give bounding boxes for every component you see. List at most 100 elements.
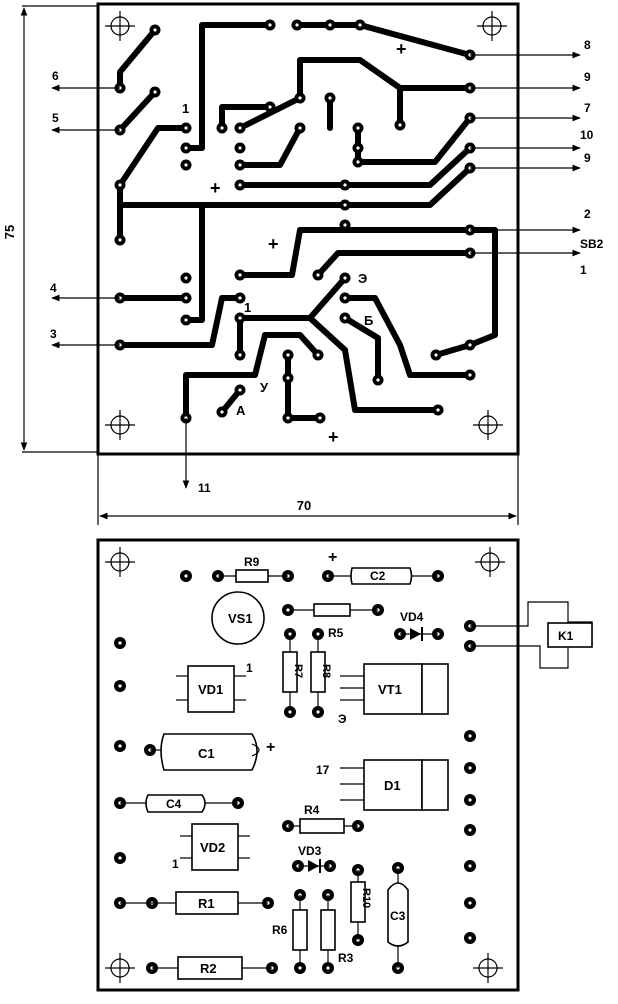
connection-label: 3 (50, 327, 57, 341)
d1-heatsink (421, 759, 449, 811)
optocoupler-vd2 (191, 823, 239, 871)
connection-label: 9 (584, 151, 591, 165)
pad-hole (118, 183, 122, 187)
pad-hole (328, 23, 332, 27)
r10-label: R10 (360, 888, 372, 908)
mounting-hole (473, 410, 503, 440)
resistor-r4 (299, 818, 345, 834)
pad-hole (118, 238, 122, 242)
r4-label: R4 (304, 803, 320, 817)
pad-hole (184, 146, 188, 150)
resistor-r1 (175, 891, 239, 915)
pad-hole (268, 105, 272, 109)
connection-label: 4 (50, 281, 57, 295)
pad-hole (316, 632, 320, 636)
pad-hole (298, 126, 302, 130)
connection-label: 5 (52, 111, 59, 125)
pad-hole (468, 901, 472, 905)
pad-hole (288, 710, 292, 714)
pad-hole (184, 318, 188, 322)
vd1-label: VD1 (198, 682, 223, 697)
pad-hole (118, 856, 122, 860)
d1-label: D1 (384, 778, 401, 793)
vt1-emitter-label: Э (338, 712, 347, 726)
connection-label: 6 (52, 69, 59, 83)
vt1-heatsink (421, 663, 449, 715)
pad-hole (316, 710, 320, 714)
resistor-r3 (320, 909, 336, 951)
capacitor-c3 (387, 882, 409, 947)
pad-hole (295, 23, 299, 27)
plus-marker: + (396, 39, 407, 59)
pad-hole (318, 416, 322, 420)
pad-hole (238, 296, 242, 300)
c4-label: C4 (166, 797, 182, 811)
optocoupler-vd1 (187, 665, 235, 713)
pad-hole (118, 744, 122, 748)
pad-hole (468, 936, 472, 940)
pad-hole (238, 316, 242, 320)
pad-hole (184, 296, 188, 300)
mounting-hole (475, 547, 505, 577)
pad-hole (326, 966, 330, 970)
connection-label: 2 (584, 207, 591, 221)
base-label: Б (364, 313, 373, 328)
pad-hole (238, 183, 242, 187)
pad-hole (288, 632, 292, 636)
vd4-label: VD4 (400, 610, 424, 624)
bottom-board: R9 C2 + VS1 R5 VD4 K1 R7 R8 (96, 538, 593, 992)
d1-pin-label: 17 (316, 763, 330, 777)
relay-k1 (547, 622, 593, 648)
diode-vd3 (308, 860, 319, 872)
vd2-pin-label: 1 (172, 857, 179, 871)
pad-hole (343, 203, 347, 207)
r8-label: R8 (320, 664, 332, 678)
plus-marker: + (268, 234, 279, 254)
c3-label: C3 (390, 909, 406, 923)
mounting-hole (105, 547, 135, 577)
pad-hole (343, 316, 347, 320)
connection-arrows-right (470, 51, 581, 257)
pin-1-label: 1 (244, 300, 251, 315)
pad-hole (238, 273, 242, 277)
vd2-label: VD2 (200, 840, 225, 855)
pad-hole (468, 343, 472, 347)
pad-hole (184, 163, 188, 167)
pad-a-label: А (236, 403, 246, 418)
c2-plus-marker: + (328, 549, 337, 566)
resistor-r7 (282, 651, 298, 693)
pad-hole (118, 684, 122, 688)
height-dimension: 75 (2, 225, 17, 239)
pad-hole (328, 96, 332, 100)
top-board: 1 1 + + + + Э Б У А 8 9 7 10 9 2 SB2 1 (2, 2, 604, 525)
pin-1-label: 1 (182, 101, 189, 116)
pad-hole (220, 410, 224, 414)
mounting-hole (477, 11, 507, 41)
pad-hole (298, 96, 302, 100)
pad-hole (468, 798, 472, 802)
plus-marker: + (328, 427, 339, 447)
capacitor-c2 (350, 567, 413, 585)
r9-label: R9 (244, 555, 260, 569)
pad-hole (468, 864, 472, 868)
capacitor-c4 (145, 794, 206, 813)
r5-label: R5 (328, 626, 344, 640)
dimension-lines (20, 5, 519, 525)
pad-hole (220, 126, 224, 130)
solder-pads (114, 19, 476, 424)
plus-marker: + (210, 178, 221, 198)
connection-label: 10 (580, 128, 594, 142)
connection-label: 9 (584, 70, 591, 84)
k1-label: K1 (558, 629, 574, 643)
resistor-r6 (292, 909, 308, 951)
width-dimension: 70 (297, 498, 311, 513)
pad-hole (286, 376, 290, 380)
pad-hole (356, 146, 360, 150)
bottom-board-outline (96, 538, 520, 992)
r7-label: R7 (292, 664, 304, 678)
pad-hole (268, 23, 272, 27)
pad-hole (238, 146, 242, 150)
pad-hole (286, 353, 290, 357)
